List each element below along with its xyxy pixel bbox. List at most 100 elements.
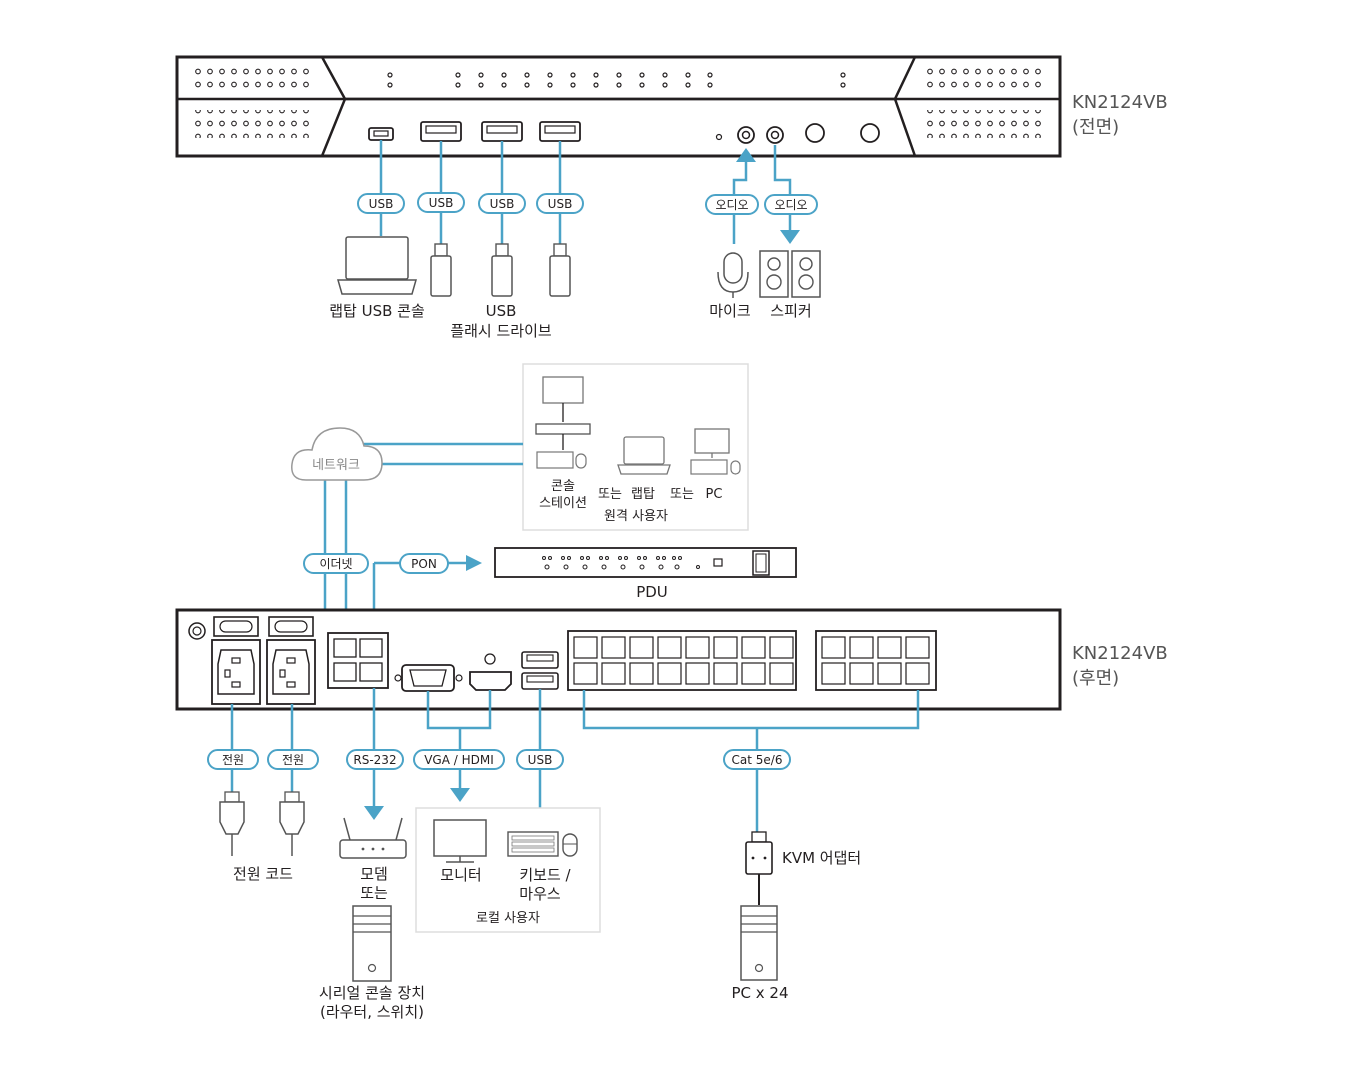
front-mic-jack <box>737 126 755 144</box>
label-or-modem: 또는 <box>360 884 388 902</box>
front-usb-port-1 <box>420 121 462 142</box>
front-led-row <box>387 72 846 88</box>
speaker-icon <box>759 250 821 298</box>
svg-text:USB: USB <box>429 196 454 210</box>
pill-ethernet: 이더넷 <box>303 553 369 574</box>
pc-tower-icon <box>740 905 778 981</box>
front-usb-port-3 <box>539 121 581 142</box>
front-usb-mini-port <box>368 127 394 141</box>
svg-text:USB: USB <box>528 753 553 767</box>
svg-text:이더넷: 이더넷 <box>319 557 352 571</box>
arrow-down-icon <box>780 230 800 244</box>
svg-text:RS-232: RS-232 <box>353 753 396 767</box>
rear-cables <box>230 688 920 833</box>
label-remote-user: 원격 사용자 <box>604 509 668 524</box>
arrow-right-icon <box>466 555 482 571</box>
arrow-down-icon <box>364 806 384 820</box>
label-laptop-usb-console: 랩탑 USB 콘솔 <box>329 302 425 320</box>
label-network: 네트워크 <box>312 458 360 473</box>
label-pc-x24: PC x 24 <box>731 984 788 1002</box>
power-plug-icon-2 <box>279 791 305 856</box>
svg-text:오디오: 오디오 <box>715 198 748 212</box>
svg-text:Cat 5e/6: Cat 5e/6 <box>732 753 783 767</box>
svg-text:VGA / HDMI: VGA / HDMI <box>424 753 494 767</box>
pill-usb-2: USB <box>417 192 465 213</box>
kvm-adapter-icon <box>745 831 773 905</box>
console-station-icon <box>535 376 591 469</box>
label-pdu: PDU <box>636 583 668 601</box>
front-button-2 <box>860 123 880 143</box>
microphone-icon <box>717 252 749 298</box>
label-usb: USB <box>486 302 517 320</box>
hdmi-port <box>469 653 512 691</box>
flash-drive-icon-1 <box>430 243 452 297</box>
label-pc: PC <box>706 487 723 502</box>
label-serial-device-sub: (라우터, 스위치) <box>320 1003 424 1021</box>
label-or-2: 또는 <box>670 487 694 502</box>
rear-view-label: (후면) <box>1072 668 1119 689</box>
monitor-icon <box>433 819 487 863</box>
flash-drive-icon-2 <box>491 243 513 297</box>
serial-device-icon <box>352 905 392 982</box>
label-or-1: 또는 <box>598 487 622 502</box>
label-keyboard: 키보드 / <box>519 866 571 884</box>
svg-text:PON: PON <box>411 557 437 571</box>
svg-text:USB: USB <box>369 197 394 211</box>
label-monitor: 모니터 <box>440 866 481 884</box>
label-local-user: 로컬 사용자 <box>476 911 540 926</box>
svg-text:오디오: 오디오 <box>774 198 807 212</box>
front-speaker-jack <box>766 126 784 144</box>
pill-audio-speaker: 오디오 <box>764 194 818 215</box>
front-view-label: (전면) <box>1072 117 1119 138</box>
pill-usb-4: USB <box>536 193 584 214</box>
label-flash-drive: 플래시 드라이브 <box>450 322 552 340</box>
svg-text:USB: USB <box>548 197 573 211</box>
label-laptop: 랩탑 <box>631 487 655 502</box>
label-console: 콘솔 <box>551 479 575 494</box>
label-station: 스테이션 <box>539 496 587 511</box>
pill-usb-1: USB <box>357 193 405 214</box>
pill-usb-rear: USB <box>516 749 564 770</box>
power-inlet-1 <box>211 639 261 705</box>
flash-drive-icon-3 <box>549 243 571 297</box>
rear-model-label: KN2124VB <box>1072 643 1168 664</box>
front-usb-port-2 <box>481 121 523 142</box>
front-model-label: KN2124VB <box>1072 92 1168 113</box>
vga-port <box>394 664 463 692</box>
lan-port-block <box>327 632 389 689</box>
pill-power-2: 전원 <box>267 749 319 770</box>
network-cloud-icon: 네트워크 <box>291 427 383 481</box>
svg-text:전원: 전원 <box>222 753 244 767</box>
modem-icon <box>339 817 407 859</box>
pill-power-1: 전원 <box>207 749 259 770</box>
remote-laptop-icon <box>617 436 671 475</box>
label-speaker: 스피커 <box>770 302 811 320</box>
label-kvm-adapter: KVM 어댑터 <box>782 849 861 867</box>
svg-text:USB: USB <box>490 197 515 211</box>
keyboard-mouse-icon <box>507 831 578 857</box>
pill-pon: PON <box>399 553 449 574</box>
front-panel <box>175 55 1062 158</box>
remote-pc-icon <box>690 428 741 475</box>
pill-audio-mic: 오디오 <box>705 194 759 215</box>
pill-rs232: RS-232 <box>346 749 404 770</box>
arrow-up-icon <box>736 148 756 162</box>
front-button-1 <box>805 123 825 143</box>
cat-port-block-1 <box>567 630 797 691</box>
label-serial-device: 시리얼 콘솔 장치 <box>319 984 425 1002</box>
arrow-down-icon <box>450 788 470 802</box>
svg-text:전원: 전원 <box>282 753 304 767</box>
pdu-device <box>494 547 797 578</box>
cat-port-block-2 <box>815 630 937 691</box>
label-mic: 마이크 <box>709 302 750 320</box>
label-modem: 모뎀 <box>360 865 388 883</box>
label-mouse: 마우스 <box>519 885 561 903</box>
rear-panel <box>175 608 1062 711</box>
power-inlet-2 <box>266 639 316 705</box>
power-plug-icon-1 <box>219 791 245 856</box>
pill-vga-hdmi: VGA / HDMI <box>413 749 505 770</box>
label-power-cord: 전원 코드 <box>233 865 293 883</box>
laptop-icon <box>337 236 417 295</box>
pill-cat: Cat 5e/6 <box>723 749 791 770</box>
